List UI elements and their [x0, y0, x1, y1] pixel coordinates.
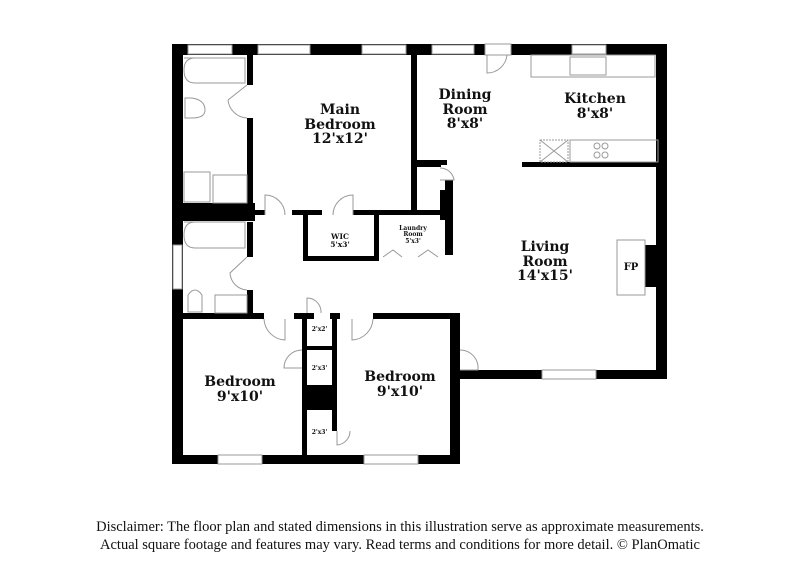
- room-name-line: Kitchen: [564, 91, 626, 107]
- room-label-bedroom-right: Bedroom 9'x10': [355, 370, 445, 399]
- windows: [172, 44, 607, 465]
- room-dimensions: 9'x10': [216, 388, 264, 405]
- room-label-laundry-room: Laundry Room 5'x3': [388, 225, 438, 245]
- room-dimensions: 2'x3': [311, 429, 328, 436]
- room-dimensions: 8'x8': [576, 105, 614, 122]
- interior-walls: [172, 55, 658, 463]
- room-name-line: Room: [522, 253, 568, 270]
- room-dimensions: 14'x15': [517, 268, 573, 285]
- disclaimer-line-2: Actual square footage and features may v…: [100, 537, 700, 553]
- room-name-line: Bedroom: [364, 369, 436, 385]
- room-label-living-room: Living Room 14'x15': [505, 240, 585, 284]
- room-label-closet-middle: 2'x3': [307, 365, 332, 372]
- room-label-dining-room: Dining Room 8'x8': [430, 88, 500, 132]
- room-dimensions: 2'x2': [311, 326, 328, 333]
- room-name-line: Bedroom: [304, 116, 376, 133]
- entry-door: [484, 43, 512, 74]
- room-name-line: Living: [520, 239, 570, 255]
- room-name-line: Room: [442, 101, 488, 118]
- room-name-line: Dining: [438, 87, 492, 103]
- room-name-line: WIC: [331, 232, 349, 241]
- room-dimensions: 8'x8': [446, 116, 484, 133]
- room-label-bedroom-left: Bedroom 9'x10': [195, 375, 285, 404]
- fixtures: [183, 54, 659, 446]
- disclaimer-line-1: Disclaimer: The floor plan and stated di…: [96, 519, 704, 535]
- disclaimer: Disclaimer: The floor plan and stated di…: [0, 518, 800, 554]
- room-label-closet-top: 2'x2': [307, 326, 332, 333]
- room-label-closet-bottom: 2'x3': [307, 429, 332, 436]
- room-name-line: Laundry: [399, 225, 427, 232]
- room-label-kitchen: Kitchen 8'x8': [555, 92, 635, 121]
- room-dimensions: 9'x10': [376, 383, 424, 400]
- room-dimensions: 5'x3': [330, 239, 350, 249]
- room-dimensions: 12'x12': [312, 131, 368, 148]
- room-name-line: Bedroom: [204, 374, 276, 390]
- room-name-line: Room: [403, 231, 423, 239]
- room-dimensions: 5'x3': [405, 237, 421, 245]
- fireplace-text: FP: [623, 262, 639, 273]
- room-dimensions: 2'x3': [311, 365, 328, 372]
- room-name-line: Main: [319, 102, 361, 118]
- fireplace-label: FP: [617, 262, 645, 274]
- room-label-main-bedroom: Main Bedroom 12'x12': [290, 103, 390, 147]
- room-label-wic: WIC 5'x3': [315, 233, 365, 249]
